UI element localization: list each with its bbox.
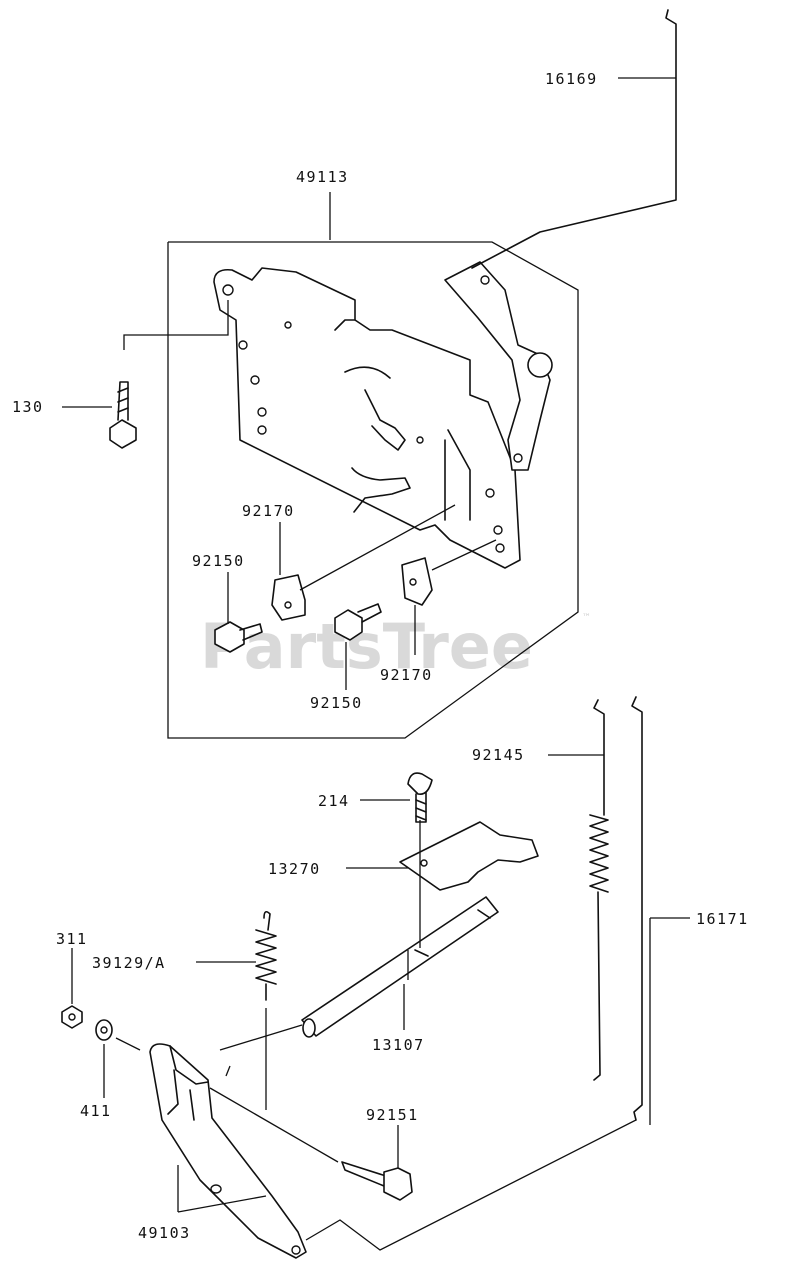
bolt-92150-right	[334, 603, 382, 690]
rod-16169	[471, 9, 677, 269]
throttle-arm	[444, 261, 553, 471]
bolt-92151	[341, 1125, 413, 1201]
link-lines-upper	[299, 504, 497, 591]
washer-411	[95, 1019, 141, 1098]
plate-13270	[346, 821, 539, 891]
label-39129a: 39129/A	[92, 954, 166, 972]
clip-92170-left	[271, 522, 306, 621]
label-214: 214	[318, 792, 350, 810]
labels: 16169 49113 130 92170 92150 92170 92150 …	[12, 70, 749, 1242]
label-92151: 92151	[366, 1106, 419, 1124]
label-311: 311	[56, 930, 88, 948]
lever-49103	[149, 1043, 307, 1259]
spring-39129a	[196, 910, 277, 1110]
bolt-130	[62, 300, 229, 449]
control-plate-frame	[167, 241, 579, 739]
label-16171: 16171	[696, 910, 749, 928]
label-16169: 16169	[545, 70, 598, 88]
label-92170-b: 92170	[380, 666, 433, 684]
label-13270: 13270	[268, 860, 321, 878]
label-92150-a: 92150	[192, 552, 245, 570]
spring-92145	[548, 699, 609, 1081]
label-411: 411	[80, 1102, 112, 1120]
shaft-13107	[301, 820, 499, 1038]
watermark-trademark: ™	[582, 613, 591, 623]
screw-214	[360, 772, 433, 823]
link-lines-lower	[177, 1024, 637, 1251]
watermark-text: PartsTree	[200, 610, 533, 683]
label-92150-b: 92150	[310, 694, 363, 712]
clip-92170-right	[401, 557, 433, 655]
label-130: 130	[12, 398, 44, 416]
bolt-92150-left	[214, 572, 263, 653]
label-49103: 49103	[138, 1224, 191, 1242]
label-49113: 49113	[296, 168, 349, 186]
nut-311	[61, 948, 83, 1029]
label-92145: 92145	[472, 746, 525, 764]
label-92170-a: 92170	[242, 502, 295, 520]
label-13107: 13107	[372, 1036, 425, 1054]
rod-16171	[631, 696, 690, 1125]
control-plate-49113	[213, 267, 521, 569]
watermark: PartsTree ™	[200, 610, 591, 683]
